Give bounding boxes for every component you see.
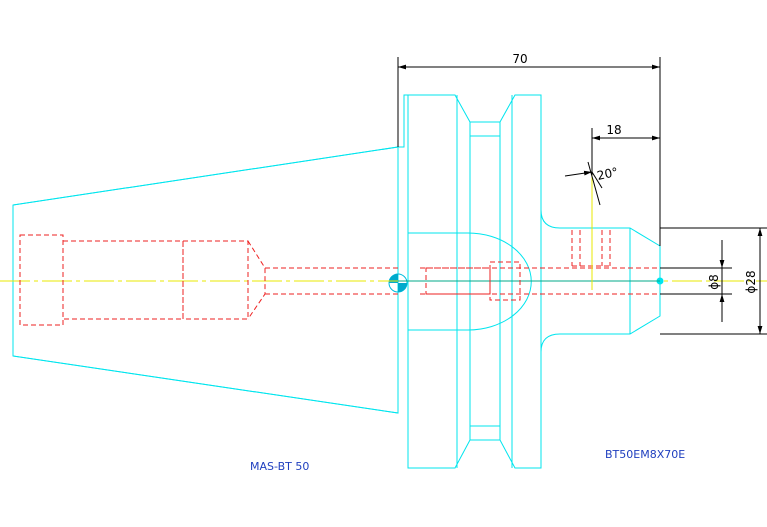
dim-overall-length: 70 [512, 52, 527, 66]
hidden-lines [19, 230, 660, 326]
part-number-label: BT50EM8X70E [605, 448, 685, 461]
flange-step [398, 94, 408, 148]
dim-chamfer-angle: 20° [596, 165, 620, 183]
nose-upper [540, 209, 661, 270]
holder-standard-label: MAS-BT 50 [250, 460, 309, 473]
dim-step-length: 18 [606, 123, 621, 137]
taper-shank [12, 146, 399, 414]
dim-inner-diameter: ϕ8 [707, 274, 721, 290]
taper-top [12, 146, 399, 206]
nose-lower [540, 292, 661, 353]
dim-outer-diameter: ϕ28 [744, 270, 758, 293]
dimension-lines [397, 57, 767, 335]
taper-bottom [12, 355, 399, 414]
